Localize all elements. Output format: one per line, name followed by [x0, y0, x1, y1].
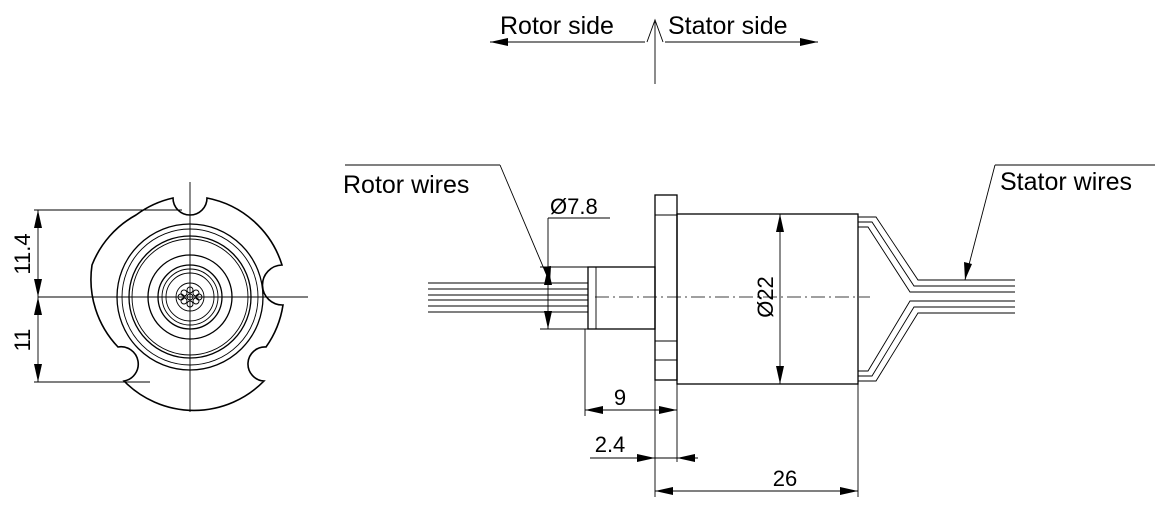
flange-outline	[90, 197, 284, 412]
stator-side-label: Stator side	[668, 12, 788, 40]
bore-diameter-dimension: Ø7.8	[550, 194, 598, 219]
rotor-wires-label: Rotor wires	[343, 171, 469, 199]
rotor-length-dimension: 9	[614, 385, 626, 410]
rotor-shaft	[587, 266, 656, 330]
height-bottom-dimension: 11	[10, 329, 35, 352]
mounting-flange	[654, 194, 678, 381]
stator-wire-lines	[858, 216, 1015, 382]
flange-thickness-dimension: 2.4	[595, 432, 626, 457]
stator-body	[676, 213, 859, 385]
stator-wires-label: Stator wires	[1000, 168, 1132, 196]
rotor-wire-lines	[428, 282, 588, 313]
end-view: 11.4 11	[10, 182, 308, 412]
body-diameter-dimension: Ø22	[753, 276, 778, 318]
side-indicator: Rotor side Stator side	[490, 12, 818, 84]
rotor-side-label: Rotor side	[500, 12, 614, 40]
side-view: Ø7.8 Ø22 9 2.4 26 Rotor wires	[343, 164, 1155, 497]
height-top-dimension: 11.4	[10, 233, 35, 274]
body-length-dimension: 26	[773, 466, 797, 491]
